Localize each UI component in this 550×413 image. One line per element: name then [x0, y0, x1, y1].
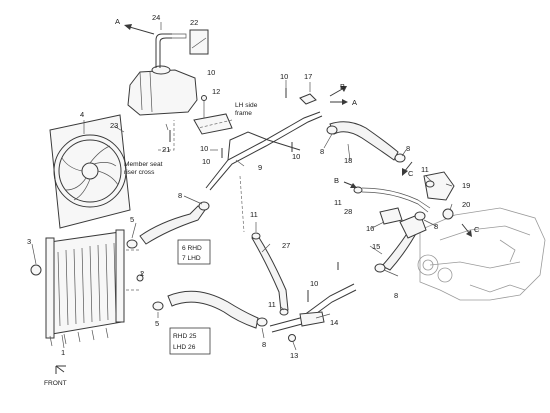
lh-side-frame-note-line2: frame	[235, 110, 252, 117]
callout-14: 14	[330, 318, 338, 327]
arrow-label-c-engine: C	[474, 225, 480, 234]
callout-2: 2	[140, 269, 144, 278]
reservoir-tank	[127, 22, 209, 116]
front-label: FRONT	[44, 380, 67, 387]
callout-22: 22	[190, 18, 198, 27]
variant-labels: 6 RHD 7 LHD RHD 25 LHD 26	[173, 245, 202, 351]
callout-8-e: 8	[394, 291, 398, 300]
arrow-label-b-hose: B	[334, 176, 339, 185]
callout-11-d: 11	[421, 165, 429, 174]
callout-10-b: 10	[280, 72, 288, 81]
front-orientation-symbol	[55, 365, 66, 374]
arrow-label-c-hose: C	[408, 169, 414, 178]
hose-28	[361, 187, 431, 213]
engine-block	[417, 207, 546, 301]
callout-11-a: 11	[250, 210, 258, 219]
lower-hose-variant-lhd: LHD 26	[173, 344, 196, 351]
lh-side-frame-note-line1: LH side	[235, 102, 258, 109]
water-pipe-lower	[269, 283, 357, 333]
part-callouts: 1 2 3 4 5 5 8 8 8 8 8 8 9 10 10 10 10 10…	[27, 13, 470, 360]
callout-8-b: 8	[320, 147, 324, 156]
fan-shroud	[49, 114, 131, 229]
arrow-label-a-reservoir: A	[115, 17, 120, 26]
callout-4: 4	[80, 110, 84, 119]
callout-24: 24	[152, 13, 160, 22]
location-notes: LH side frame Member seat riser cross FR…	[44, 102, 258, 387]
hose-clamps	[126, 93, 435, 342]
callout-20: 20	[462, 200, 470, 209]
radiator	[30, 229, 125, 347]
callout-18: 18	[344, 156, 352, 165]
callout-8-c: 8	[406, 144, 410, 153]
callout-10-c: 10	[200, 144, 208, 153]
water-pipe	[205, 111, 323, 191]
callout-15: 15	[372, 242, 380, 251]
callout-10-f: 10	[310, 279, 318, 288]
leader-lines	[31, 80, 453, 351]
arrow-label-b-pipe: B	[340, 82, 345, 91]
callout-28: 28	[344, 207, 352, 216]
bolts	[169, 88, 339, 302]
upper-hose-variant-rhd: 6 RHD	[182, 245, 202, 252]
callout-9: 9	[258, 163, 262, 172]
callout-12: 12	[212, 87, 220, 96]
callout-16: 16	[366, 224, 374, 233]
upper-hose-variant-lhd: 7 LHD	[182, 255, 201, 262]
callout-8-f: 8	[262, 340, 266, 349]
variant-box-lower-hose	[169, 327, 211, 355]
callout-3: 3	[27, 237, 31, 246]
callout-10-d: 10	[202, 157, 210, 166]
reference-lines	[126, 119, 245, 291]
callout-23: 23	[110, 121, 118, 130]
callout-13: 13	[290, 351, 298, 360]
arrow-label-a-pipe: A	[352, 98, 357, 107]
lower-radiator-hose	[167, 290, 259, 329]
callout-5-upper: 5	[130, 215, 134, 224]
upper-radiator-hose	[139, 205, 206, 245]
member-seat-note-line1: Member seat	[124, 161, 163, 168]
reservoir-bracket	[193, 95, 233, 135]
callout-11-b: 11	[268, 300, 276, 309]
member-seat-note-line2: riser cross	[124, 169, 155, 176]
callout-17: 17	[304, 72, 312, 81]
callout-5-lower: 5	[155, 319, 159, 328]
bypass-hose	[251, 235, 289, 312]
callout-19: 19	[462, 181, 470, 190]
callout-10-e: 10	[292, 152, 300, 161]
arrow-reference-letters: A A B B C C	[115, 17, 480, 234]
variant-box-upper-hose	[177, 239, 211, 265]
lower-hose-variant-rhd: RHD 25	[173, 333, 197, 340]
callout-11-c: 11	[334, 198, 342, 207]
callout-8-a: 8	[178, 191, 182, 200]
callout-27: 27	[282, 241, 290, 250]
callout-8-d: 8	[434, 222, 438, 231]
direction-arrows	[124, 24, 472, 237]
heater-hose-upper	[329, 121, 399, 161]
callout-1: 1	[61, 348, 65, 357]
callout-21: 21	[162, 145, 170, 154]
callout-10-a: 10	[207, 68, 215, 77]
